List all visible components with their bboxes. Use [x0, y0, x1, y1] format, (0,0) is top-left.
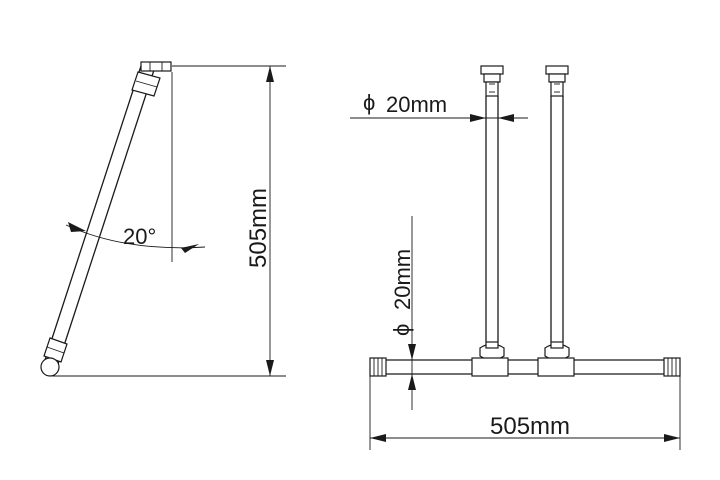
angle-label: 20°: [123, 224, 156, 249]
front-view: ϕ 20mm 20mm ϕ 505mm: [350, 65, 681, 450]
height-dimension: 505mm: [245, 66, 274, 376]
crossbar-diameter-dimension: 20mm ϕ: [389, 216, 416, 410]
upright-diameter-label: 20mm: [386, 92, 447, 117]
width-label: 505mm: [490, 413, 570, 440]
crossbar: [369, 357, 681, 377]
crossbar-diameter-symbol: ϕ: [389, 324, 414, 336]
upright-diameter-dimension: ϕ 20mm: [350, 90, 528, 122]
side-view: 20° 505mm: [40, 61, 286, 377]
crossbar-diameter-label: 20mm: [390, 249, 415, 310]
angle-dimension: 20°: [65, 222, 206, 253]
width-dimension: 505mm: [369, 376, 681, 450]
left-upright: [479, 65, 505, 361]
inclined-tube: [40, 61, 172, 377]
right-upright: [544, 65, 570, 361]
height-label: 505mm: [245, 188, 272, 268]
upright-diameter-symbol: ϕ: [363, 90, 375, 115]
